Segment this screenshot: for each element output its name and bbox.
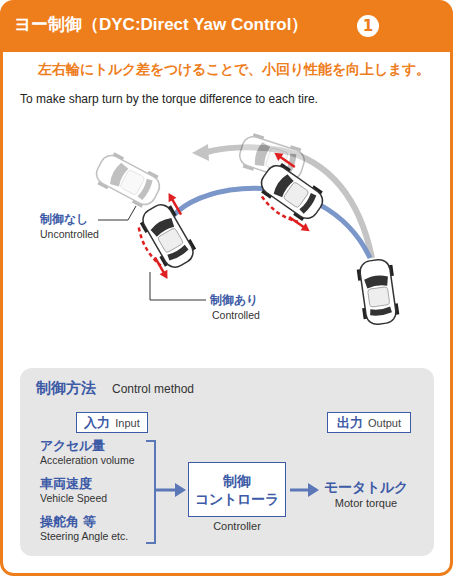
diagram-title: ヨー制御（DYC:Direct Yaw Control） — [14, 14, 308, 36]
node-text: 出力 — [337, 414, 363, 432]
node-subtext: Controller — [189, 520, 285, 532]
flow-arrow — [290, 489, 309, 492]
controlled-path — [168, 188, 370, 258]
uncontrolled-path — [207, 147, 372, 258]
controller-box: 制御 コントローラController — [188, 462, 286, 517]
input-name-english: Vehicle Speed — [40, 492, 107, 505]
leader-line — [150, 272, 206, 300]
input-name: アクセル量 — [40, 438, 105, 454]
input-name: 操舵角 等 — [40, 514, 96, 530]
node-text: 1 — [356, 14, 380, 38]
path-label: 制御あり — [210, 293, 258, 307]
ghost-car — [91, 149, 164, 211]
node-text: 入力 — [84, 414, 110, 432]
output-box: 出力 Output — [327, 412, 411, 433]
circle-shape — [357, 15, 379, 37]
node-subtext: Control method — [112, 382, 194, 396]
leader-line — [98, 206, 136, 220]
path-label-english: Controlled — [212, 309, 260, 322]
flow-arrow — [155, 489, 176, 492]
controlled-car — [136, 199, 199, 272]
input-name-english: Steering Angle etc. — [40, 530, 128, 543]
torque-arrows — [127, 191, 210, 282]
input-box: 入力 Input — [76, 412, 148, 433]
node-text: 制御方法 — [36, 379, 96, 398]
input-name: 車両速度 — [40, 476, 92, 492]
header-band — [2, 2, 452, 53]
node-text: 制御 コントローラ — [189, 472, 285, 508]
output-name-english: Motor torque — [320, 497, 412, 510]
output-name: モータトルク — [320, 479, 412, 496]
torque-arrows — [246, 149, 337, 235]
path-label-english: Uncontrolled — [40, 228, 99, 241]
path-label: 制御なし — [40, 212, 88, 226]
subtitle: 左右輪にトルク差をつけることで、小回り性能を向上します。 — [38, 62, 430, 78]
subtitle-english: To make sharp turn by the torque differe… — [20, 92, 318, 106]
input-bracket — [146, 441, 155, 543]
flow-arrowhead — [308, 483, 319, 497]
flow-arrowhead — [175, 483, 186, 497]
uncontrolled-arrowhead — [192, 144, 209, 161]
node-subtext: Output — [368, 417, 401, 429]
start-car — [356, 258, 401, 326]
ghost-car — [236, 131, 308, 185]
node-subtext: Input — [115, 417, 139, 429]
step-number-circle: 1 — [356, 14, 380, 38]
controlled-car — [255, 159, 328, 225]
input-name-english: Acceleration volume — [40, 454, 135, 467]
